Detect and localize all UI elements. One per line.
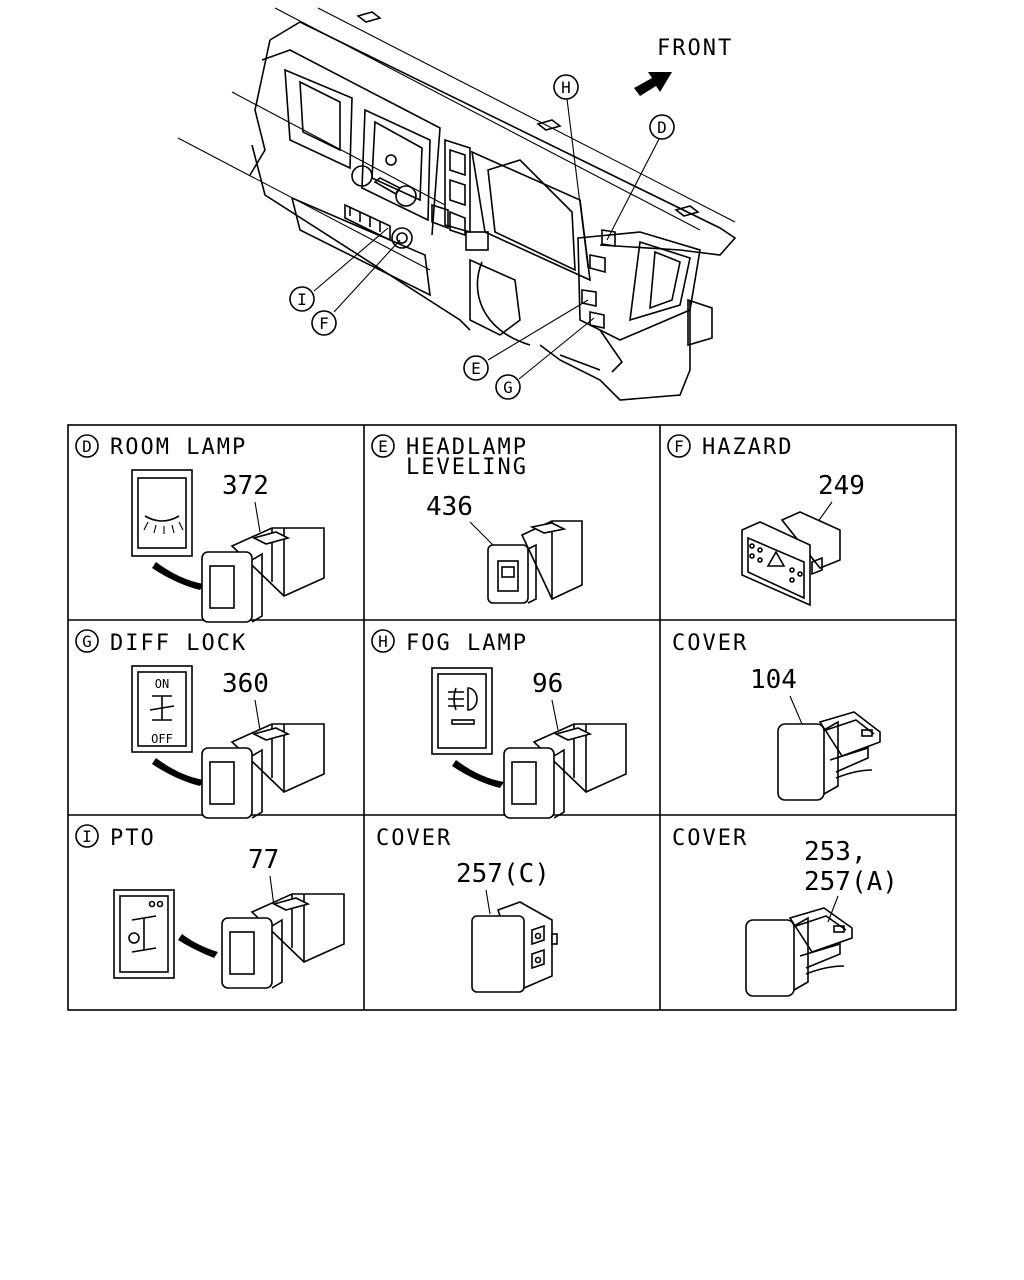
cover-104-title: COVER (672, 631, 748, 656)
diff-lock-panel (131, 665, 193, 753)
headlamp-leveling-part-number: 436 (426, 492, 473, 522)
callout-i: I (289, 286, 315, 312)
callout-e: E (463, 355, 489, 381)
svg-text:I: I (82, 827, 92, 846)
callout-leaders (313, 98, 660, 380)
svg-text:F: F (674, 437, 684, 456)
cell-hazard: F HAZARD 249 (667, 434, 865, 607)
cover-253-part-number-2: 257(A) (804, 867, 898, 897)
svg-text:H: H (378, 632, 388, 651)
cover-257c-part-number: 257(C) (456, 859, 550, 889)
svg-text:G: G (82, 632, 92, 651)
diff-lock-part-number: 360 (222, 669, 269, 699)
cell-fog-lamp: H FOG LAMP 96 (371, 629, 627, 819)
hazard-title: HAZARD (702, 435, 793, 460)
pto-switch (221, 893, 345, 989)
cell-diff-lock: G DIFF LOCK 360 ON OFF (75, 629, 325, 819)
cover-253-part (745, 907, 853, 997)
callout-d: D (649, 114, 675, 140)
headlamp-leveling-switch (487, 520, 583, 604)
cell-room-lamp: D ROOM LAMP 372 (75, 434, 325, 623)
headlamp-leveling-title-2: LEVELING (406, 455, 528, 480)
front-arrow-icon (634, 72, 672, 96)
cover-257c-part (471, 901, 558, 993)
svg-text:I: I (297, 290, 307, 309)
fog-lamp-title: FOG LAMP (406, 631, 528, 656)
headlamp-leveling-title-1: HEADLAMP (406, 435, 528, 460)
cover-253-title: COVER (672, 826, 748, 851)
callout-g: G (495, 374, 521, 400)
callout-h: H (553, 74, 579, 100)
room-lamp-panel (131, 469, 193, 557)
cell-pto: I PTO 77 (75, 824, 345, 989)
fog-lamp-panel (431, 667, 493, 755)
callout-f: F (311, 310, 337, 336)
room-lamp-title: ROOM LAMP (110, 435, 247, 460)
fog-lamp-part-number: 96 (532, 669, 563, 699)
cover-104-part (777, 711, 881, 801)
fog-lamp-switch (503, 723, 627, 819)
svg-text:H: H (561, 78, 571, 97)
pto-panel (113, 889, 175, 979)
dashboard-overview (177, 7, 737, 401)
svg-text:E: E (378, 437, 388, 456)
svg-text:G: G (503, 378, 513, 397)
diff-lock-title: DIFF LOCK (110, 631, 247, 656)
front-label: FRONT (657, 36, 733, 61)
cell-headlamp-leveling: E HEADLAMP LEVELING 436 (371, 434, 583, 604)
cover-104-part-number: 104 (750, 665, 797, 695)
hazard-part-number: 249 (818, 471, 865, 501)
cover-253-part-number-1: 253, (804, 837, 867, 867)
svg-text:D: D (82, 437, 92, 456)
pto-part-number: 77 (248, 845, 279, 875)
pto-title: PTO (110, 826, 156, 851)
front-indicator: FRONT (634, 36, 733, 96)
cell-cover-253-257a: COVER 253, 257(A) (672, 826, 898, 997)
room-lamp-part-number: 372 (222, 471, 269, 501)
cell-cover-257c: COVER 257(C) (376, 826, 558, 993)
svg-text:F: F (319, 314, 329, 333)
cover-257c-title: COVER (376, 826, 452, 851)
svg-text:ON: ON (155, 677, 169, 691)
svg-text:D: D (657, 118, 667, 137)
svg-text:OFF: OFF (151, 732, 173, 746)
diff-lock-switch (201, 723, 325, 819)
cell-cover-104: COVER 104 (672, 631, 881, 801)
room-lamp-switch (201, 527, 325, 623)
hazard-switch (741, 511, 841, 607)
svg-text:E: E (471, 359, 481, 378)
